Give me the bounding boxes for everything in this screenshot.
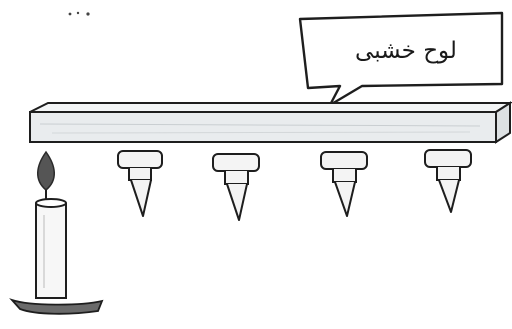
scan-specks — [69, 12, 90, 16]
flame-icon — [38, 152, 55, 190]
pin-1 — [118, 151, 162, 216]
candle — [12, 152, 102, 314]
wooden-board — [30, 103, 510, 142]
pin-4 — [425, 150, 471, 212]
pin-3 — [321, 152, 367, 216]
pin-2 — [213, 154, 259, 220]
callout-label: لوح خشبی — [318, 28, 494, 74]
